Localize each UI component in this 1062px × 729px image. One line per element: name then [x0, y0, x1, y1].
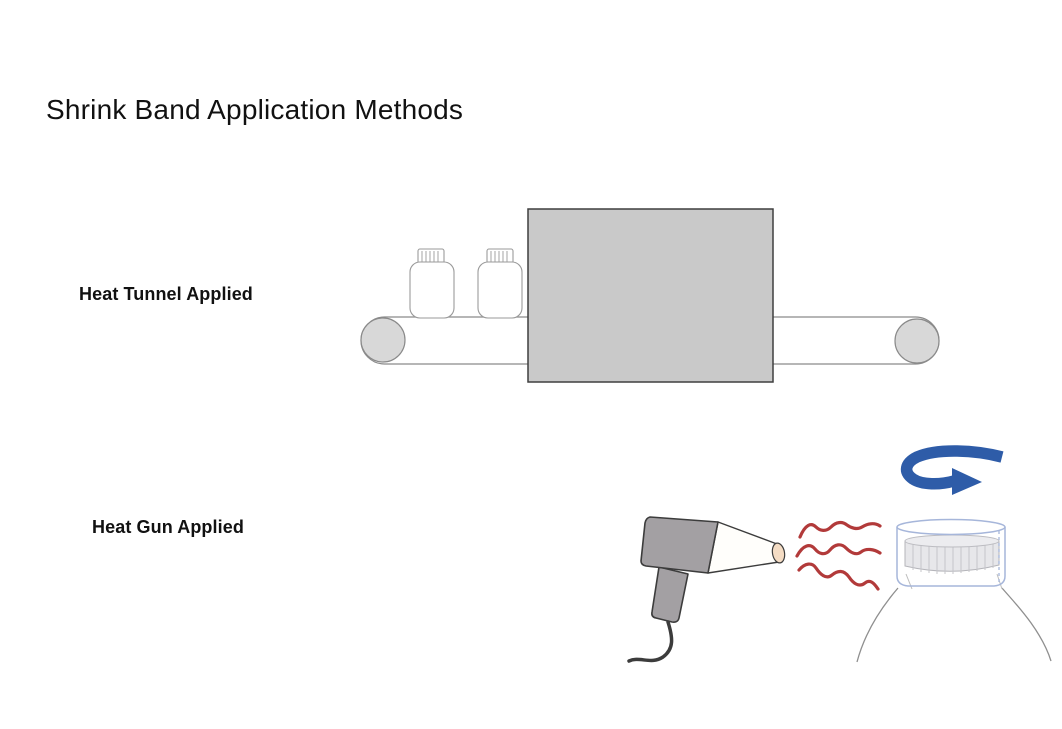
page-title: Shrink Band Application Methods [46, 94, 464, 125]
heat-gun-body [640, 516, 719, 574]
bottle-cap-ribs [490, 251, 508, 262]
heat-tunnel-label: Heat Tunnel Applied [79, 284, 253, 304]
rotation-arrow-head [952, 468, 982, 495]
heat-gun-nozzle [707, 521, 780, 574]
heat-gun-cord [627, 620, 674, 663]
rotation-arrow-curve [900, 445, 1004, 490]
heat-gun-illustration [627, 445, 1052, 663]
bottle-shoulder-left [856, 587, 899, 663]
bottle-cap-ribs [912, 543, 994, 574]
heat-waves-icon [795, 520, 882, 591]
heat-gun-handle [651, 566, 689, 623]
heat-tunnel-illustration [360, 208, 940, 383]
bottle-body [477, 261, 523, 319]
rotation-arrow-icon [900, 445, 1004, 495]
heat-wave [798, 520, 882, 539]
heat-gun-icon [627, 516, 786, 663]
heat-gun-nozzle-tip [771, 542, 786, 564]
bottle-body [409, 261, 455, 319]
roller-left-icon [360, 317, 406, 363]
bottle-cap-top [904, 534, 1000, 548]
shrink-band-outline [896, 527, 1006, 587]
bottle-shrink-band-icon [856, 518, 1052, 663]
capped-bottle-icon [409, 248, 455, 319]
bottle-cap-ribs [421, 251, 439, 262]
capped-bottle-icon [477, 248, 523, 319]
heat-gun-label: Heat Gun Applied [92, 517, 244, 537]
roller-right-icon [894, 318, 940, 364]
shrink-band-top [896, 518, 1006, 536]
heat-wave [797, 562, 880, 591]
bottle-shoulder-right [1001, 587, 1052, 662]
heat-wave [795, 543, 882, 558]
heat-tunnel-box-icon [527, 208, 774, 383]
